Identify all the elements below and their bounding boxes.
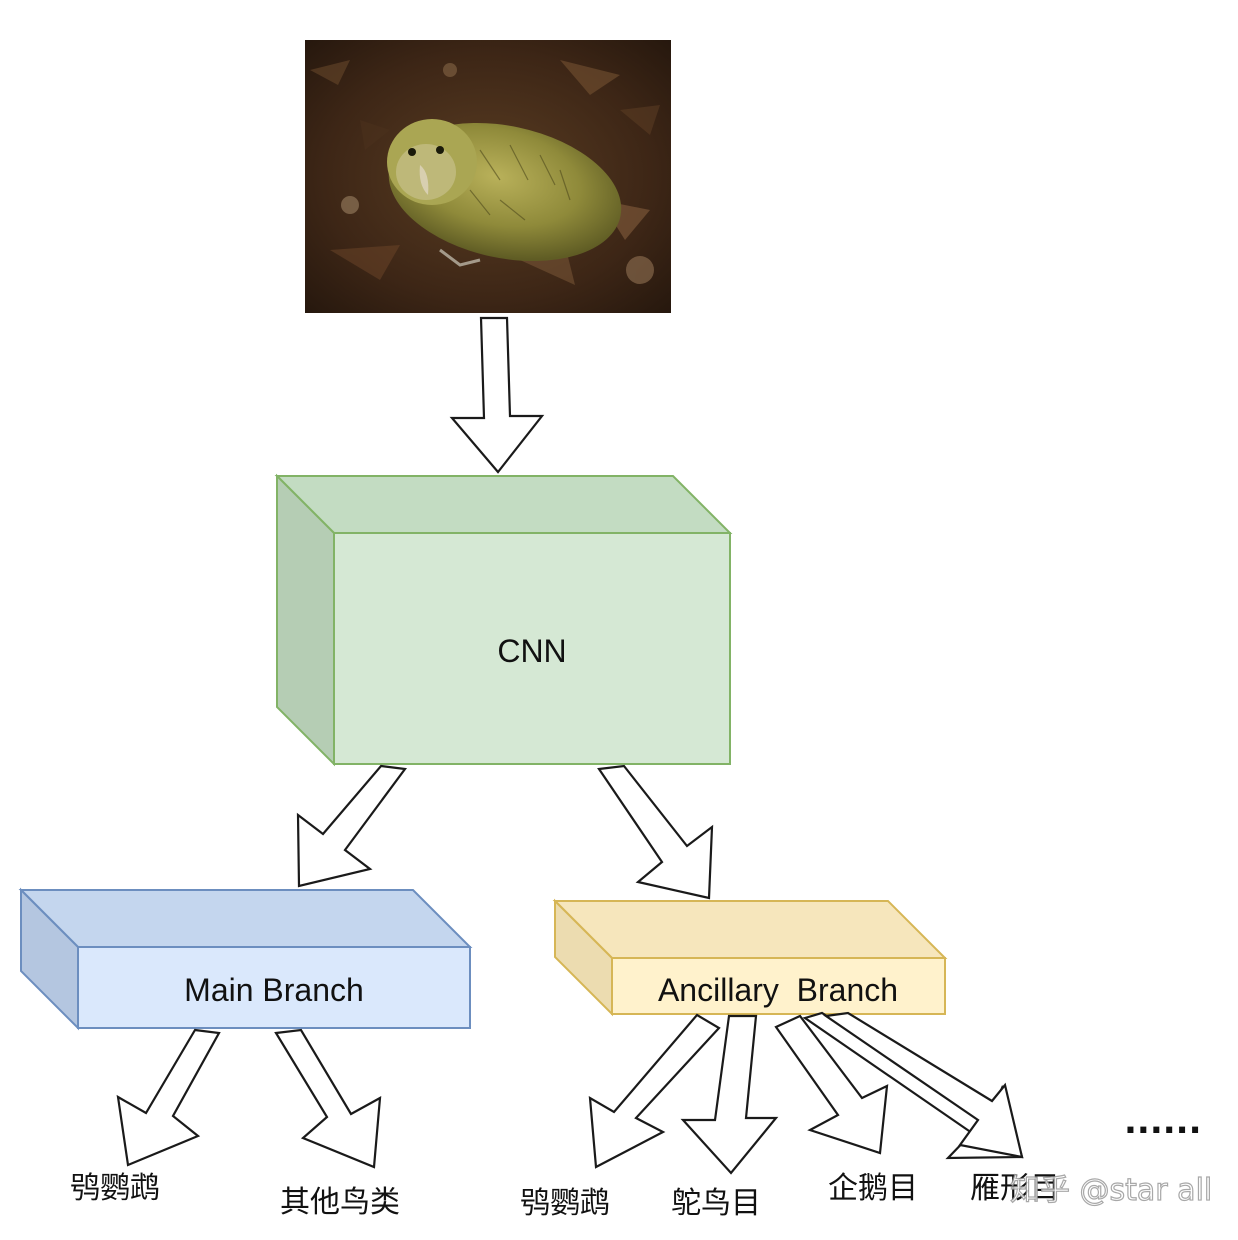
arrow-main-to-output-2 (274, 1028, 382, 1169)
arrow-cnn-to-ancillary (597, 764, 714, 900)
output-ancillary-2: 鸵鸟目 (671, 1186, 761, 1221)
output-ancillary-3: 企鹅目 (828, 1171, 918, 1206)
arrow-image-to-cnn (449, 316, 545, 474)
more-outputs-ellipsis: ...... (1124, 1102, 1202, 1142)
output-ancillary-4: 雁形目 (970, 1171, 1060, 1206)
watermark: 知乎 @star all (1010, 1173, 1212, 1208)
kakapo-photo (305, 40, 671, 313)
arrow-ancillary-to-output-3 (774, 1014, 889, 1155)
output-ancillary-1: 鸮鹦鹉 (520, 1186, 610, 1221)
output-main-2: 其他鸟类 (280, 1185, 400, 1220)
main-branch-label: Main Branch (184, 972, 364, 1008)
ancillary-branch-block: Ancillary Branch (552, 898, 948, 1017)
arrow-ancillary-to-output-1 (588, 1013, 721, 1169)
ancillary-branch-label: Ancillary Branch (658, 972, 898, 1008)
main-branch-block: Main Branch (18, 887, 473, 1031)
arrow-cnn-to-main (296, 764, 408, 888)
arrow-main-to-output-1 (116, 1028, 221, 1167)
output-main-1: 鸮鹦鹉 (70, 1171, 160, 1206)
arrow-ancillary-to-output-2 (680, 1014, 779, 1175)
cnn-block: CNN (274, 473, 733, 767)
arrow-ancillary-to-output-5 (823, 1011, 1024, 1159)
cnn-label: CNN (497, 633, 566, 669)
